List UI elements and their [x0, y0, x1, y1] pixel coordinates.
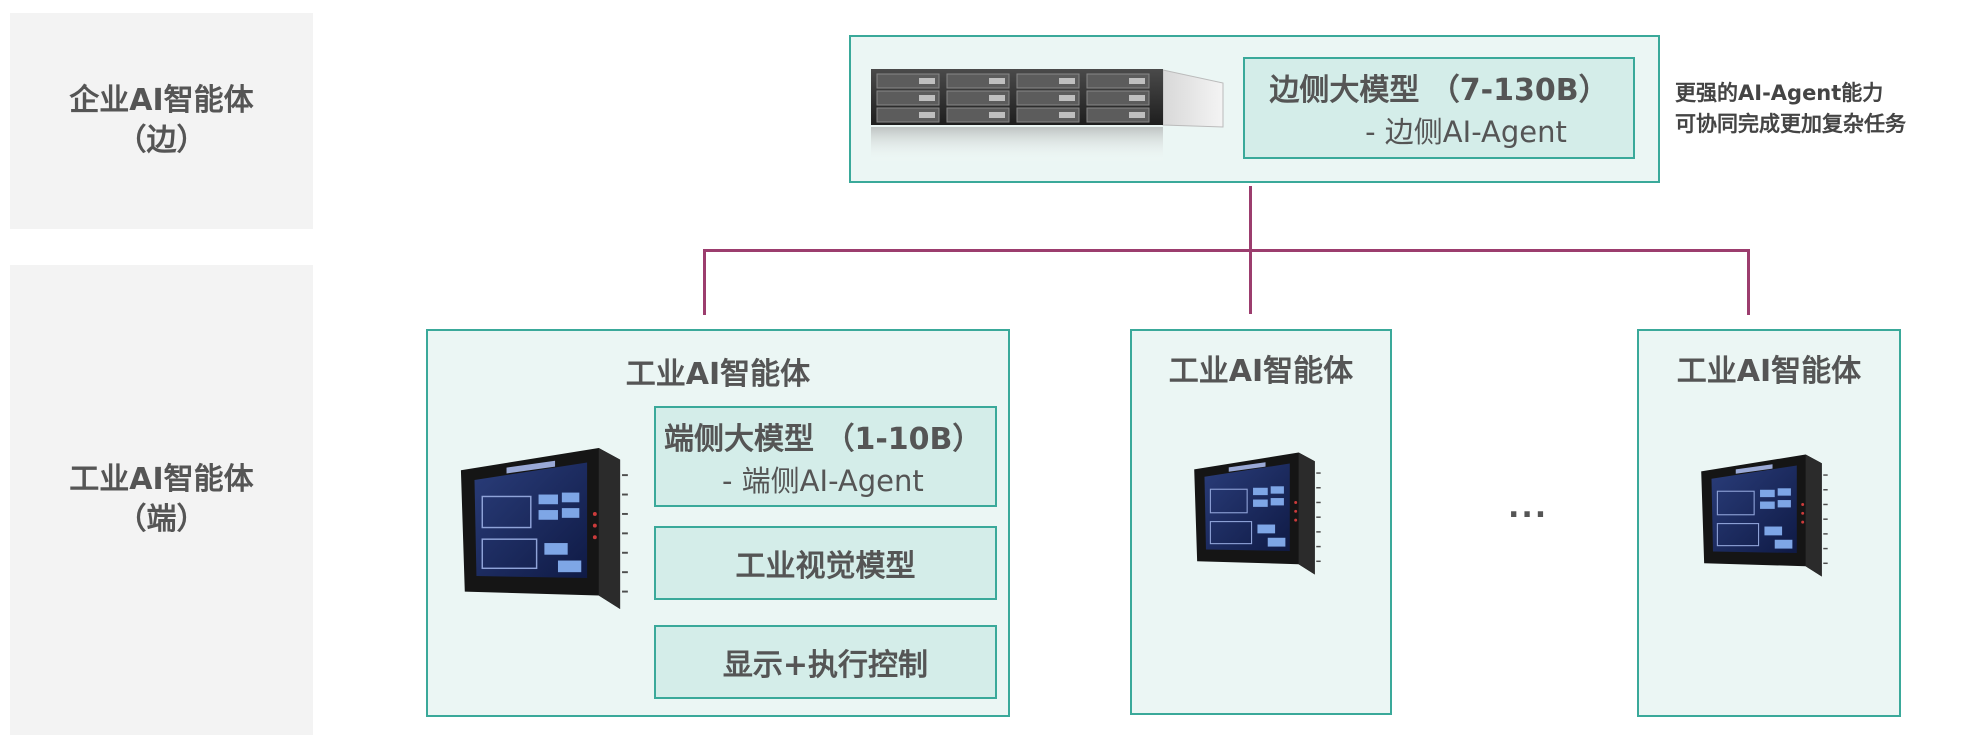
- end-node-2: 工业AI智能体: [1130, 329, 1392, 715]
- end-node-3-title: 工业AI智能体: [1676, 354, 1862, 389]
- end-node-1: 工业AI智能体 端侧大模型 （1-10B） - 端侧AI-Agent 工业视觉模…: [426, 329, 1010, 717]
- edge-description: 更强的AI-Agent能力 可协同完成更加复杂任务: [1675, 78, 1906, 140]
- edge-description-line2: 可协同完成更加复杂任务: [1675, 112, 1906, 136]
- edge-model-title: 边侧大模型 （7-130B）: [1269, 73, 1609, 108]
- control-box: 显示+执行控制: [654, 625, 997, 699]
- edge-description-line1: 更强的AI-Agent能力: [1675, 81, 1884, 105]
- end-model-sub: - 端侧AI-Agent: [722, 463, 924, 498]
- side-label-edge: 企业AI智能体 （边）: [10, 13, 313, 229]
- rack-server-icon: [871, 69, 1224, 163]
- end-model-box: 端侧大模型 （1-10B） - 端侧AI-Agent: [654, 406, 997, 507]
- control-label: 显示+执行控制: [722, 648, 929, 683]
- hmi-touch-panel-icon: [1187, 451, 1322, 576]
- side-label-edge-line1: 企业AI智能体: [69, 83, 254, 118]
- end-node-1-title: 工业AI智能体: [625, 357, 811, 392]
- edge-model-sub: - 边侧AI-Agent: [1365, 115, 1567, 149]
- hmi-touch-panel-icon: [453, 446, 628, 611]
- vision-model-box: 工业视觉模型: [654, 526, 997, 600]
- side-label-end-line2: （端）: [116, 502, 207, 537]
- connector-horizontal: [703, 249, 1750, 252]
- vision-model-label: 工业视觉模型: [735, 549, 916, 584]
- ellipsis: ...: [1508, 490, 1549, 525]
- end-node-2-title: 工业AI智能体: [1168, 354, 1354, 389]
- connector-drop-left: [703, 249, 706, 315]
- end-node-3: 工业AI智能体: [1637, 329, 1901, 717]
- side-label-end: 工业AI智能体 （端）: [10, 265, 313, 735]
- edge-node: 边侧大模型 （7-130B） - 边侧AI-Agent: [849, 35, 1660, 183]
- end-model-title: 端侧大模型 （1-10B）: [664, 421, 983, 457]
- side-label-end-line1: 工业AI智能体: [69, 462, 254, 497]
- edge-model-box: 边侧大模型 （7-130B） - 边侧AI-Agent: [1243, 57, 1635, 159]
- hmi-touch-panel-icon: [1694, 453, 1829, 578]
- connector-drop-right: [1747, 249, 1750, 315]
- side-label-edge-line2: （边）: [116, 123, 207, 158]
